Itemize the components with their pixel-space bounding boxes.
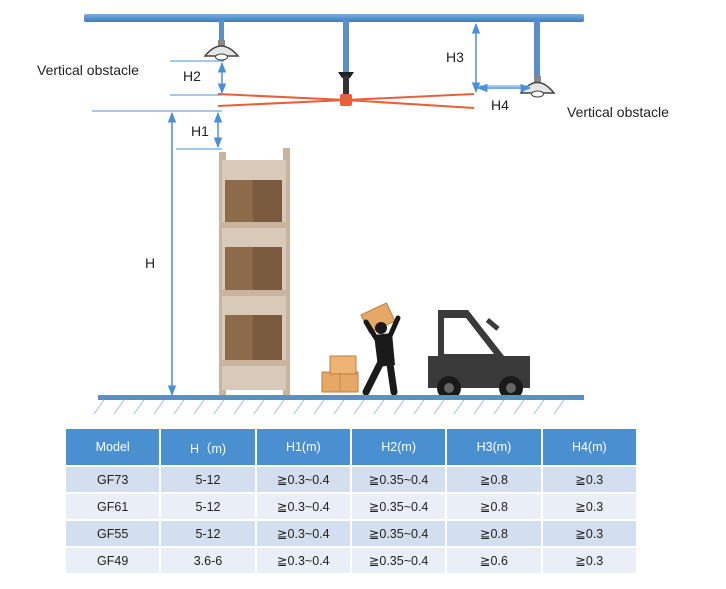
table-cell: ≧0.3 <box>542 494 636 519</box>
table-row: GF49 3.6-6 ≧0.3~0.4 ≧0.35~0.4 ≧0.6 ≧0.3 <box>66 548 636 573</box>
table-cell: ≧0.35~0.4 <box>351 494 446 519</box>
table-cell: ≧0.3 <box>542 548 636 573</box>
h4-label: H4 <box>491 97 509 113</box>
left-lamp-icon <box>203 40 240 61</box>
table-cell: GF55 <box>66 521 160 546</box>
h2-label: H2 <box>183 68 201 84</box>
table-cell: ≧0.6 <box>447 548 541 573</box>
table-cell: ≧0.35~0.4 <box>351 521 446 546</box>
table-header-cell: H3(m) <box>447 429 541 465</box>
table-cell: GF61 <box>66 494 160 519</box>
table-header-cell: Model <box>66 429 160 465</box>
shelf-box-icon <box>225 180 282 360</box>
forklift-icon <box>428 310 530 400</box>
h1-label: H1 <box>191 123 209 139</box>
worker-silhouette-icon <box>360 302 401 396</box>
table-row: GF55 5-12 ≧0.3~0.4 ≧0.35~0.4 ≧0.8 ≧0.3 <box>66 521 636 546</box>
table-cell: ≧0.3 <box>542 467 636 492</box>
table-row: GF73 5-12 ≧0.3~0.4 ≧0.35~0.4 ≧0.8 ≧0.3 <box>66 467 636 492</box>
floor-line <box>98 395 584 400</box>
table-cell: ≧0.8 <box>447 494 541 519</box>
fan-hanger <box>343 20 349 72</box>
h3-label: H3 <box>446 49 464 65</box>
table-cell: GF73 <box>66 467 160 492</box>
table-cell: 5-12 <box>161 467 255 492</box>
floor-hatching <box>93 399 565 415</box>
ceiling-beam <box>84 14 584 22</box>
h-label: H <box>145 255 155 271</box>
table-cell: ≧0.3~0.4 <box>256 467 350 492</box>
table-row: GF61 5-12 ≧0.3~0.4 ≧0.35~0.4 ≧0.8 ≧0.3 <box>66 494 636 519</box>
vertical-obstacle-left-label: Vertical obstacle <box>37 62 139 78</box>
table-cell: 5-12 <box>161 521 255 546</box>
left-light-hanger <box>219 20 224 44</box>
table-cell: ≧0.8 <box>447 467 541 492</box>
table-cell: ≧0.35~0.4 <box>351 467 446 492</box>
table-header-cell: H2(m) <box>351 429 446 465</box>
table-header-cell: H（m) <box>161 429 255 465</box>
table-cell: 3.6-6 <box>161 548 255 573</box>
table-cell: GF49 <box>66 548 160 573</box>
table-header-cell: H1(m) <box>256 429 350 465</box>
table-cell: 5-12 <box>161 494 255 519</box>
cardboard-boxes-icon <box>321 355 359 393</box>
table-cell: ≧0.3~0.4 <box>256 548 350 573</box>
table-cell: ≧0.35~0.4 <box>351 548 446 573</box>
hvls-fan-icon <box>217 72 475 109</box>
table-cell: ≧0.3 <box>542 521 636 546</box>
vertical-obstacle-right-label: Vertical obstacle <box>567 104 669 120</box>
installation-diagram: Vertical obstacle Vertical obstacle H2 H… <box>37 14 669 415</box>
table-header-cell: H4(m) <box>542 429 636 465</box>
table-cell: ≧0.8 <box>447 521 541 546</box>
table-cell: ≧0.3~0.4 <box>256 494 350 519</box>
table-header-row: Model H（m) H1(m) H2(m) H3(m) H4(m) <box>66 429 636 465</box>
right-light-hanger <box>534 20 540 80</box>
table-cell: ≧0.3~0.4 <box>256 521 350 546</box>
spec-table: Model H（m) H1(m) H2(m) H3(m) H4(m) GF73 … <box>64 427 638 575</box>
